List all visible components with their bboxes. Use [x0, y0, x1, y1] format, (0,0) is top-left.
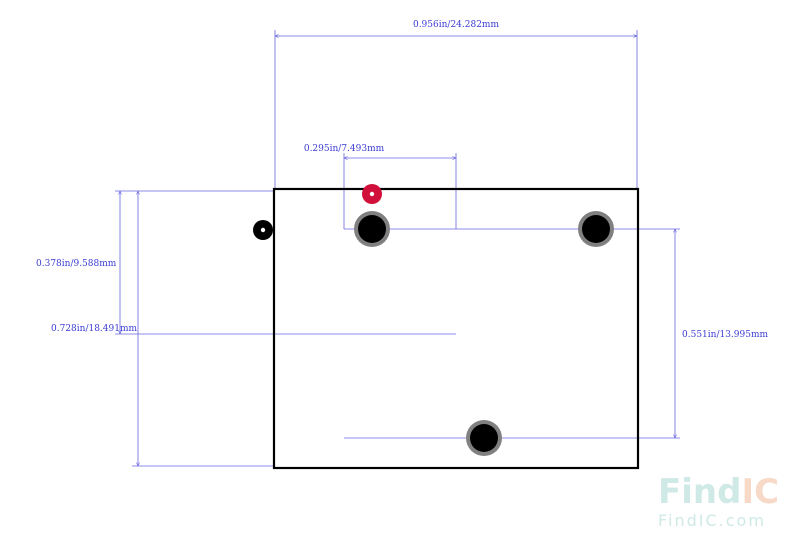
- pad-bottom: [466, 420, 502, 456]
- component-outline: [272, 187, 640, 470]
- svg-text:FindIC: FindIC: [658, 472, 779, 512]
- top-to-pins-label: 0.378in/9.588mm: [36, 259, 117, 269]
- pad-top-right: [578, 211, 614, 247]
- extension-lines: [115, 30, 680, 467]
- reference-dot: [253, 220, 273, 240]
- watermark-logo-find: Find: [658, 472, 741, 512]
- overall-width-label: 0.956in/24.282mm: [413, 20, 499, 30]
- findic-watermark: FindIC FindIC.com: [658, 472, 779, 530]
- watermark-logo-ic: IC: [741, 472, 779, 512]
- pin1-marker: [362, 184, 382, 204]
- pin-row-spacing-label: 0.551in/13.995mm: [682, 330, 768, 340]
- pin-spacing-label: 0.295in/7.493mm: [304, 144, 385, 154]
- pad-top-left: [354, 211, 390, 247]
- overall-height-label: 0.728in/18.491mm: [51, 324, 137, 334]
- watermark-url: FindIC.com: [658, 511, 766, 530]
- dimension-lines: [120, 36, 675, 466]
